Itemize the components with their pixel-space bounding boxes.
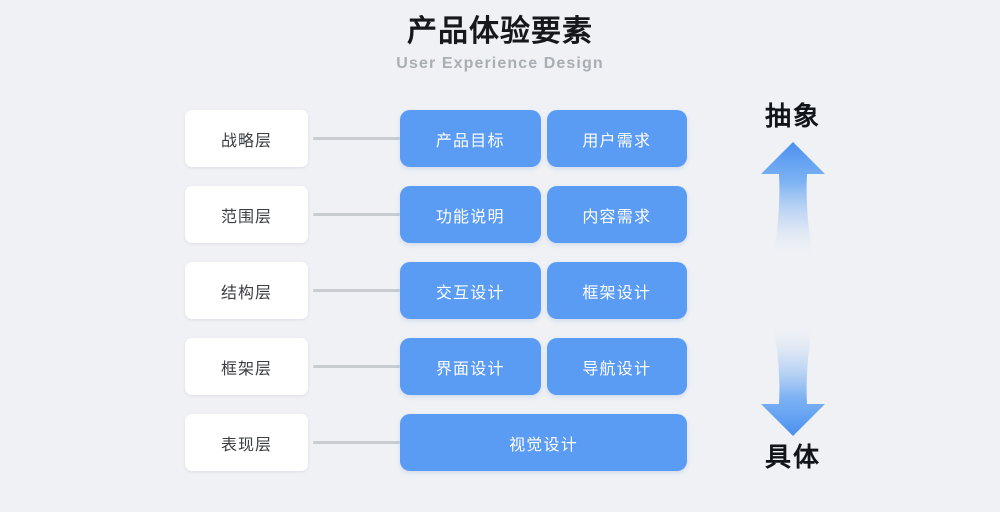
element-card[interactable]: 视觉设计	[400, 414, 687, 471]
connector-line	[313, 441, 400, 444]
element-card[interactable]: 界面设计	[400, 338, 541, 395]
arrow-down-icon	[761, 326, 825, 436]
element-label: 产品目标	[435, 132, 505, 150]
element-card[interactable]: 交互设计	[400, 262, 541, 319]
page-header: 产品体验要素 User Experience Design	[0, 14, 1000, 75]
layer-card-surface[interactable]: 表现层	[185, 414, 308, 471]
element-label: 交互设计	[435, 284, 505, 302]
layer-label: 战略层	[220, 132, 272, 150]
element-card[interactable]: 框架设计	[546, 262, 687, 319]
ux-layers-diagram: 战略层 产品目标 用户需求 范围层 功能说明 内容需求 结构	[185, 110, 687, 471]
diagram-row: 战略层 产品目标 用户需求	[185, 110, 687, 167]
element-group: 交互设计 框架设计	[400, 262, 687, 319]
axis-label-concrete: 具体	[764, 442, 821, 472]
connector-line	[313, 137, 400, 140]
element-group: 视觉设计	[400, 414, 687, 471]
element-label: 导航设计	[582, 360, 652, 378]
element-label: 功能说明	[435, 208, 505, 226]
element-group: 界面设计 导航设计	[400, 338, 687, 395]
page-subtitle: User Experience Design	[396, 55, 604, 72]
layer-card-strategy[interactable]: 战略层	[185, 110, 308, 167]
diagram-row: 结构层 交互设计 框架设计	[185, 262, 687, 319]
layer-label: 结构层	[220, 284, 272, 302]
element-label: 框架设计	[582, 284, 652, 302]
element-card[interactable]: 用户需求	[546, 110, 687, 167]
layer-label: 范围层	[220, 208, 272, 226]
diagram-row: 范围层 功能说明 内容需求	[185, 186, 687, 243]
element-label: 视觉设计	[509, 436, 578, 454]
element-label: 用户需求	[582, 132, 652, 150]
abstraction-axis: 抽象 具体	[718, 96, 868, 480]
arrow-up-icon	[761, 142, 825, 258]
element-label: 内容需求	[582, 208, 652, 226]
element-card[interactable]: 导航设计	[546, 338, 687, 395]
connector-line	[313, 289, 400, 292]
element-card[interactable]: 产品目标	[400, 110, 541, 167]
layer-label: 框架层	[220, 360, 272, 378]
element-group: 功能说明 内容需求	[400, 186, 687, 243]
page-title: 产品体验要素	[407, 15, 593, 48]
element-label: 界面设计	[435, 360, 505, 378]
connector-line	[313, 213, 400, 216]
element-group: 产品目标 用户需求	[400, 110, 687, 167]
element-card[interactable]: 内容需求	[546, 186, 687, 243]
connector-line	[313, 365, 400, 368]
layer-card-structure[interactable]: 结构层	[185, 262, 308, 319]
layer-label: 表现层	[220, 436, 272, 454]
diagram-row: 表现层 视觉设计	[185, 414, 687, 471]
axis-label-abstract: 抽象	[764, 101, 821, 131]
element-card[interactable]: 功能说明	[400, 186, 541, 243]
layer-card-skeleton[interactable]: 框架层	[185, 338, 308, 395]
layer-card-scope[interactable]: 范围层	[185, 186, 308, 243]
diagram-row: 框架层 界面设计 导航设计	[185, 338, 687, 395]
